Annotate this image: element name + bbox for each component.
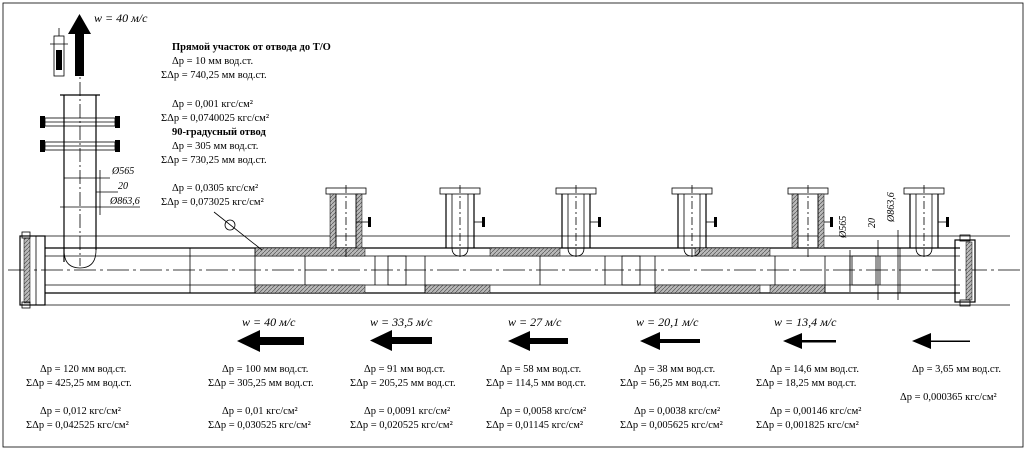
section-dp-mm: Δp = 58 мм вод.ст. <box>500 364 581 375</box>
flow-arrows <box>237 330 970 352</box>
flow-arrow-2 <box>370 330 432 351</box>
section-dp-kgf: Δp = 0,01 кгс/см² <box>222 406 298 417</box>
section-dp-kgf: Δp = 0,0091 кгс/см² <box>364 406 450 417</box>
section-dp-kgf: Δp = 0,0058 кгс/см² <box>500 406 586 417</box>
inlet-branch-3 <box>555 185 601 258</box>
riser-step-dimension: 20 <box>118 181 128 192</box>
right-step-dimension: 20 <box>867 218 878 228</box>
velocity-label: w = 27 м/с <box>508 315 562 329</box>
bend-sum-kgf: ΣΔp = 0,073025 кгс/см² <box>161 197 264 208</box>
inlet-branch-5 <box>787 185 833 258</box>
section-drops: Δp = 120 мм вод.ст. ΣΔp = 425,25 мм вод.… <box>26 364 1001 431</box>
section-3-values: Δp = 91 мм вод.ст. ΣΔp = 205,25 мм вод.с… <box>350 364 456 431</box>
bend-dp-kgf: Δp = 0,0305 кгс/см² <box>172 183 258 194</box>
section-sum-kgf: ΣΔp = 0,042525 кгс/см² <box>26 420 129 431</box>
section-5-values: Δp = 38 мм вод.ст. ΣΔp = 56,25 мм вод.ст… <box>620 364 723 431</box>
section-dp-kgf: Δp = 0,012 кгс/см² <box>40 406 121 417</box>
inlet-branch-2 <box>439 185 485 258</box>
section-sum-kgf: ΣΔp = 0,01145 кгс/см² <box>486 420 583 431</box>
section-dp-mm: Δp = 14,6 мм вод.ст. <box>770 364 859 375</box>
riser-inner-diameter: Ø565 <box>111 166 134 177</box>
section-sum-mm: ΣΔp = 56,25 мм вод.ст. <box>620 378 720 389</box>
right-outer-diameter: Ø863,6 <box>886 192 897 223</box>
top-notes: Прямой участок от отвода до Т/О Δp = 10 … <box>161 42 331 208</box>
flow-arrow-3 <box>508 331 568 351</box>
velocity-label: w = 33,5 м/с <box>370 315 433 329</box>
section-sum-kgf: ΣΔp = 0,030525 кгс/см² <box>208 420 311 431</box>
straight-dp-kgf: Δp = 0,001 кгс/см² <box>172 99 253 110</box>
inlet-branch-4 <box>671 185 717 258</box>
flow-arrow-5 <box>783 333 836 349</box>
section-dp-mm: Δp = 91 мм вод.ст. <box>364 364 445 375</box>
section-sum-kgf: ΣΔp = 0,001825 кгс/см² <box>756 420 859 431</box>
inlet-branches <box>325 185 949 258</box>
straight-section-title: Прямой участок от отвода до Т/О <box>172 42 331 53</box>
straight-sum-kgf: ΣΔp = 0,0740025 кгс/см² <box>161 113 269 124</box>
section-dp-mm: Δp = 38 мм вод.ст. <box>634 364 715 375</box>
inlet-branch-1 <box>325 185 371 258</box>
section-sum-mm: ΣΔp = 425,25 мм вод.ст. <box>26 378 132 389</box>
velocity-label: w = 40 м/с <box>242 315 296 329</box>
flow-arrow-4 <box>640 332 700 350</box>
section-dp-mm: Δp = 3,65 мм вод.ст. <box>912 364 1001 375</box>
outlet-velocity-label: w = 40 м/с <box>94 11 148 25</box>
section-7-values: Δp = 3,65 мм вод.ст. Δp = 0,000365 кгс/с… <box>900 364 1001 403</box>
riser-dimensions <box>60 170 140 215</box>
left-end-flange <box>19 231 46 309</box>
straight-sum-mm: ΣΔp = 740,25 мм вод.ст. <box>161 70 267 81</box>
leader-callout <box>213 211 263 251</box>
outlet-arrow <box>68 14 91 76</box>
bend-dp-mm: Δp = 305 мм вод.ст. <box>172 141 258 152</box>
section-dp-mm: Δp = 120 мм вод.ст. <box>40 364 126 375</box>
section-sum-mm: ΣΔp = 114,5 мм вод.ст. <box>486 378 586 389</box>
bend-sum-mm: ΣΔp = 730,25 мм вод.ст. <box>161 155 267 166</box>
right-inner-diameter: Ø565 <box>838 216 849 239</box>
section-sum-kgf: ΣΔp = 0,005625 кгс/см² <box>620 420 723 431</box>
section-dp-kgf: Δp = 0,0038 кгс/см² <box>634 406 720 417</box>
flow-velocities: w = 40 м/с w = 33,5 м/с w = 27 м/с w = 2… <box>242 315 837 329</box>
section-4-values: Δp = 58 мм вод.ст. ΣΔp = 114,5 мм вод.ст… <box>486 364 586 431</box>
drawing-frame <box>2 2 1024 448</box>
straight-dp-mm: Δp = 10 мм вод.ст. <box>172 56 253 67</box>
inlet-branch-6 <box>903 185 949 258</box>
header-pipe <box>8 235 1020 306</box>
right-end-flange <box>954 234 976 307</box>
section-6-values: Δp = 14,6 мм вод.ст. ΣΔp = 18,25 мм вод.… <box>756 364 861 431</box>
section-sum-mm: ΣΔp = 205,25 мм вод.ст. <box>350 378 456 389</box>
flow-arrow-6 <box>912 333 970 349</box>
section-sum-kgf: ΣΔp = 0,020525 кгс/см² <box>350 420 453 431</box>
section-dp-mm: Δp = 100 мм вод.ст. <box>222 364 308 375</box>
section-sum-mm: ΣΔp = 305,25 мм вод.ст. <box>208 378 314 389</box>
bend-title: 90-градусный отвод <box>172 127 266 138</box>
flow-arrow-1 <box>237 330 304 352</box>
right-dimensions <box>849 230 899 300</box>
section-dp-kgf: Δp = 0,000365 кгс/см² <box>900 392 997 403</box>
velocity-label: w = 13,4 м/с <box>774 315 837 329</box>
velocity-label: w = 20,1 м/с <box>636 315 699 329</box>
section-2-values: Δp = 100 мм вод.ст. ΣΔp = 305,25 мм вод.… <box>208 364 314 431</box>
section-sum-mm: ΣΔp = 18,25 мм вод.ст. <box>756 378 856 389</box>
outlet-riser <box>40 28 120 269</box>
section-dp-kgf: Δp = 0,00146 кгс/см² <box>770 406 861 417</box>
section-1-values: Δp = 120 мм вод.ст. ΣΔp = 425,25 мм вод.… <box>26 364 132 431</box>
riser-outer-diameter: Ø863,6 <box>109 196 140 207</box>
